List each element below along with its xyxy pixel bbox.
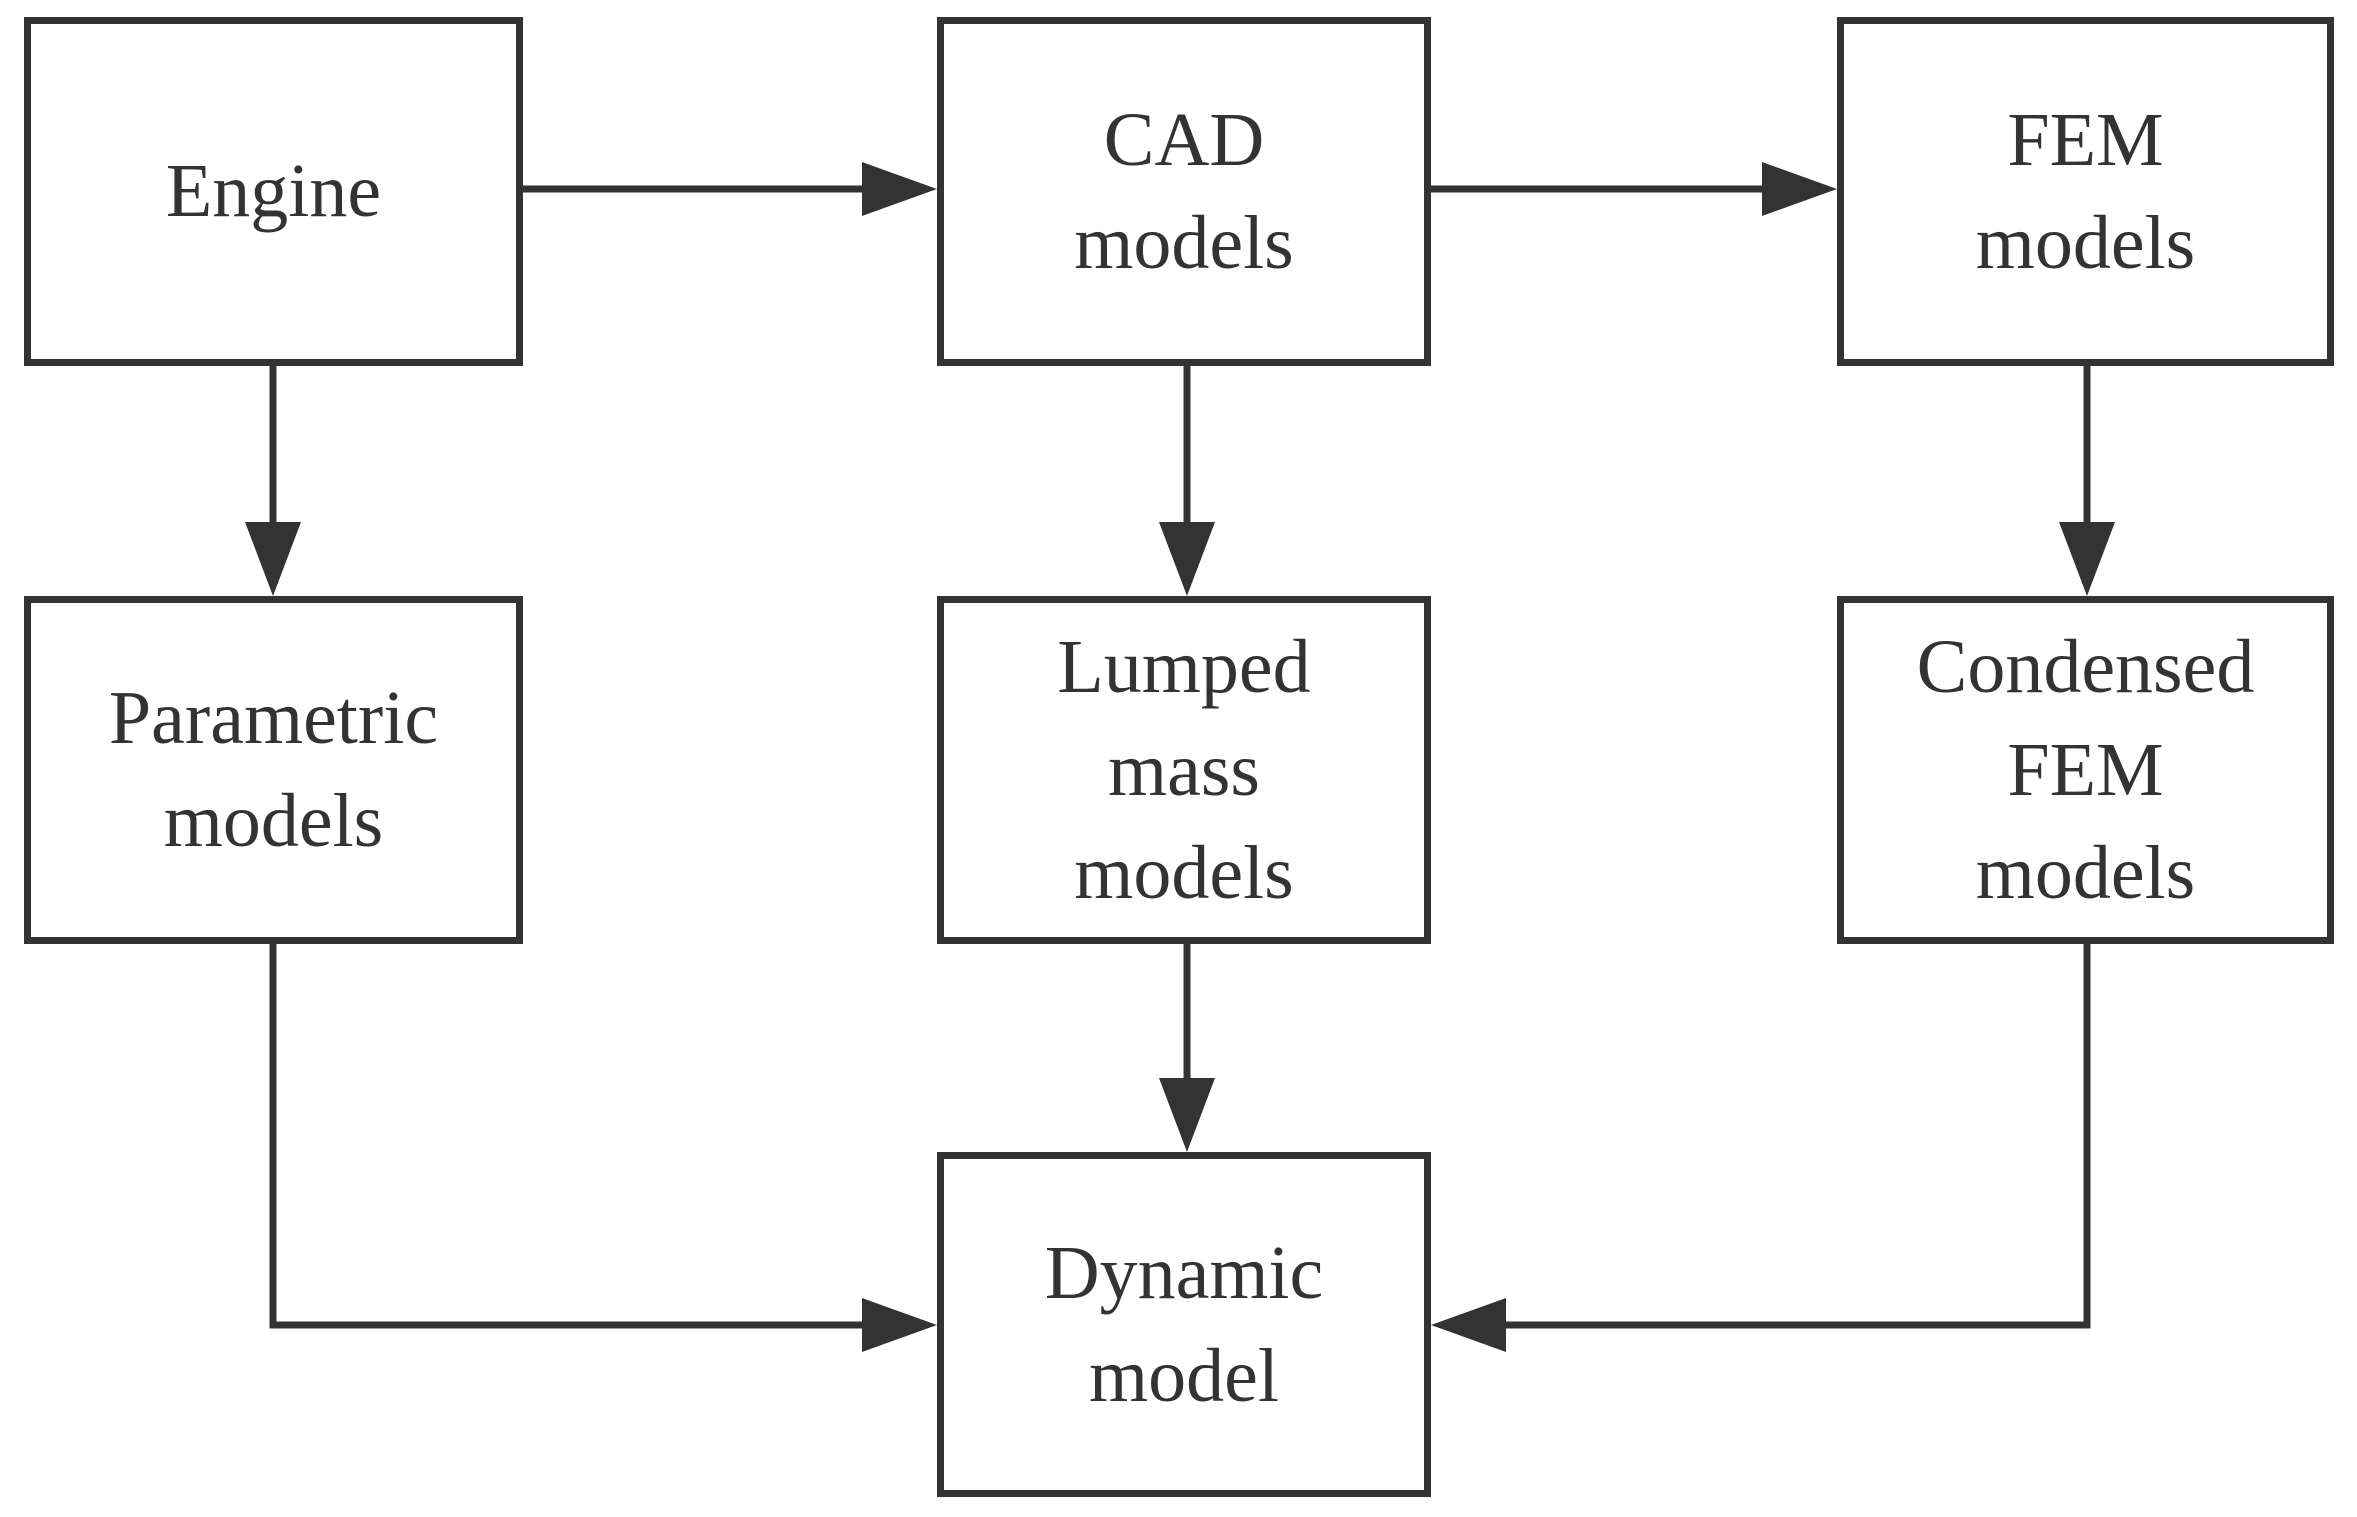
arrowhead-dynamic-right xyxy=(1431,1298,1506,1352)
node-dynamic-model: Dynamic model xyxy=(937,1152,1431,1497)
node-lumped-mass-models: Lumped mass models xyxy=(937,596,1431,944)
node-fem-models-label: FEM models xyxy=(1975,97,2196,285)
node-parametric-models: Parametric models xyxy=(24,596,523,944)
node-lumped-mass-models-label: Lumped mass models xyxy=(1057,624,1311,915)
node-dynamic-model-label: Dynamic model xyxy=(1044,1230,1324,1418)
arrowhead-condensed xyxy=(2059,522,2115,596)
arrowhead-fem xyxy=(1762,162,1837,216)
edge-parametric-to-dynamic xyxy=(269,944,875,1329)
node-cad-models: CAD models xyxy=(937,17,1431,366)
arrowhead-cad xyxy=(862,162,937,216)
node-engine: Engine xyxy=(24,17,523,366)
arrowhead-dynamic-left xyxy=(862,1298,937,1352)
node-cad-models-label: CAD models xyxy=(1074,97,1294,285)
node-condensed-fem-models-label: Condensed FEM models xyxy=(1916,624,2255,915)
arrowhead-parametric xyxy=(245,522,301,596)
arrowhead-lumped xyxy=(1159,522,1215,596)
node-fem-models: FEM models xyxy=(1837,17,2334,366)
node-condensed-fem-models: Condensed FEM models xyxy=(1837,596,2334,944)
node-engine-label: Engine xyxy=(165,149,382,233)
edge-condensed-to-dynamic xyxy=(1493,944,2091,1329)
node-parametric-models-label: Parametric models xyxy=(108,676,439,863)
arrowhead-dynamic-top xyxy=(1159,1078,1215,1152)
